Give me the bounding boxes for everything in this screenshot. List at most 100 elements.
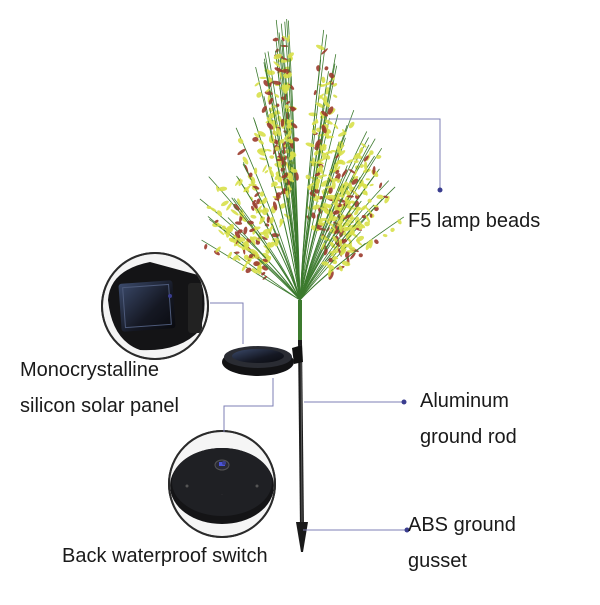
foliage-needle [281,174,288,179]
foliage-needle [314,188,320,194]
foliage-needle [271,80,282,85]
foliage-needle [271,181,278,187]
foliage-branch [263,58,301,301]
foliage-needle [230,209,239,216]
foliage-needle [337,131,347,137]
foliage-needle [254,192,260,197]
dot-gusset [404,527,410,533]
foliage-needle [283,134,289,140]
foliage-needle [311,212,316,219]
foliage-needle [259,76,267,80]
foliage-needle [268,139,275,144]
foliage-branch [255,66,301,301]
foliage-needle [226,202,233,211]
foliage-needle [325,185,334,189]
solar-panel-zoom [101,252,209,360]
foliage-needle [283,73,289,79]
ground-gusset [296,522,308,552]
foliage-needle [316,227,326,231]
foliage-needle [258,217,266,225]
foliage-needle [255,205,262,214]
foliage-needle [266,242,272,249]
foliage-needle [285,190,289,198]
switch-zoom: · [168,430,276,538]
foliage-needle [280,118,285,127]
foliage-needle [336,145,342,155]
foliage-needle [253,261,260,267]
foliage-branch [299,59,322,301]
foliage-needle [266,117,271,122]
dot-panel [168,294,172,298]
foliage-needle [236,244,243,249]
foliage-needle [356,206,362,210]
foliage-needle [243,185,251,193]
foliage-needle [315,139,322,148]
foliage-needle [248,253,254,259]
foliage-needle [320,84,325,87]
foliage-needle [262,275,268,280]
dot-ground-rod [401,399,407,405]
foliage-needle [372,166,376,175]
foliage-needle [384,195,390,204]
foliage-needle [335,154,340,159]
foliage-needle [286,119,293,123]
foliage-needle [262,197,268,204]
foliage-needle [367,198,372,203]
foliage-needle [280,44,289,48]
foliage-needle [362,190,368,196]
foliage-needle [254,132,260,138]
foliage-needle [233,238,237,244]
leader-lines [210,118,441,531]
foliage-needle [369,213,373,218]
foliage-needle [317,223,323,226]
foliage-needle [266,122,274,130]
foliage-needle [324,150,331,156]
foliage-needle [320,174,328,177]
foliage-needle [273,61,281,68]
foliage-needle [265,88,271,93]
foliage-needle [316,127,321,133]
foliage-needle [320,180,329,187]
foliage-needle [311,120,318,126]
foliage-needle [284,104,289,109]
foliage-needle [286,101,291,105]
foliage-needle [234,231,241,239]
foliage-needle [215,246,221,253]
foliage-needle [361,215,366,219]
foliage-needle [305,174,311,180]
foliage-needle [345,222,352,228]
foliage-needle [341,243,347,247]
foliage-needle [346,195,354,198]
foliage-needle [217,224,223,227]
foliage-needle [375,155,382,159]
foliage-needle [358,224,364,230]
foliage-needle [350,230,355,235]
foliage-needle [365,206,372,215]
foliage-needle [341,261,351,267]
foliage-needle [232,255,239,261]
foliage-needle [269,216,274,224]
foliage-needle [343,214,352,220]
foliage-needle [241,263,248,272]
label-solar-panel: Monocrystalline silicon solar panel [20,359,179,417]
foliage-needle [321,143,327,151]
foliage-needle [257,264,262,269]
foliage-branch [299,144,370,301]
foliage-needle [321,124,327,134]
foliage-needle [218,186,228,192]
foliage-needle [346,159,354,164]
foliage-needle [352,207,361,211]
foliage-needle [315,195,321,201]
foliage-needle [274,124,279,127]
foliage-needle [243,226,248,235]
foliage-needle [328,174,333,181]
foliage-needle [337,150,346,157]
foliage-needle [256,198,261,205]
foliage-needle [338,194,345,198]
foliage-needle [274,239,279,247]
foliage-needle [321,48,328,55]
foliage-needle [328,271,334,280]
foliage-needle [262,207,269,213]
foliage-needle [397,219,402,225]
